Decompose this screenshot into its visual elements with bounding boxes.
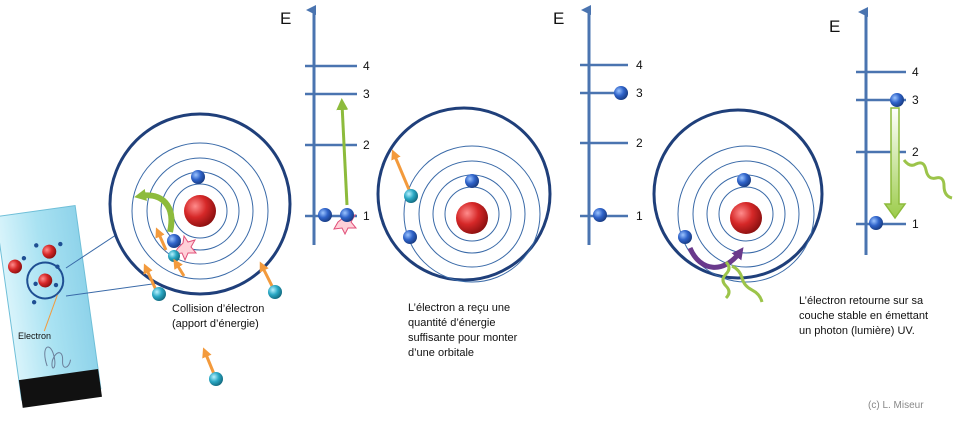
level-label-3: 3 bbox=[636, 86, 643, 100]
photon-wave bbox=[902, 159, 953, 200]
atom-panel-2 bbox=[376, 106, 552, 283]
electron bbox=[191, 170, 205, 184]
level-label-1: 1 bbox=[636, 209, 643, 223]
electron bbox=[403, 230, 417, 244]
incoming-electron bbox=[209, 372, 223, 386]
atom-panel-1 bbox=[108, 112, 292, 386]
electron bbox=[318, 208, 332, 222]
electron bbox=[340, 208, 354, 222]
level-label-1: 1 bbox=[363, 209, 370, 223]
electron bbox=[737, 173, 751, 187]
caption-excited: L’électron a reçu une quantité d’énergie… bbox=[408, 302, 518, 359]
electron bbox=[614, 86, 628, 100]
caption-collision: Collision d’électron (apport d’énergie) bbox=[172, 303, 265, 330]
copyright-credit: (c) L. Miseur bbox=[868, 400, 924, 411]
deexcitation-arrow bbox=[687, 246, 744, 270]
level-label-2: 2 bbox=[363, 138, 370, 152]
caption-emission: L’électron retourne sur sa couche stable… bbox=[799, 295, 929, 337]
axis-label-e: E bbox=[553, 9, 564, 28]
nucleus bbox=[730, 202, 762, 234]
incoming-electron bbox=[404, 189, 418, 203]
electron bbox=[593, 208, 607, 222]
level-label-2: 2 bbox=[912, 145, 919, 159]
level-label-4: 4 bbox=[363, 59, 370, 73]
level-label-2: 2 bbox=[636, 136, 643, 150]
level-label-4: 4 bbox=[636, 58, 643, 72]
axis-label-e: E bbox=[280, 9, 291, 28]
electron bbox=[890, 93, 904, 107]
level-label-3: 3 bbox=[912, 93, 919, 107]
incoming-electron bbox=[268, 285, 282, 299]
electron bbox=[465, 174, 479, 188]
excitation-arrow bbox=[134, 189, 175, 233]
electron bbox=[869, 216, 883, 230]
incoming-electron bbox=[152, 287, 166, 301]
incoming-electron bbox=[168, 250, 180, 262]
energy-diagram-3: E 1 2 3 4 bbox=[829, 7, 953, 255]
level-label-4: 4 bbox=[912, 65, 919, 79]
nucleus bbox=[184, 195, 216, 227]
level-drop-arrow bbox=[883, 107, 907, 220]
level-label-1: 1 bbox=[912, 217, 919, 231]
photon-wave bbox=[721, 260, 764, 303]
electron bbox=[167, 234, 181, 248]
nucleus bbox=[456, 202, 488, 234]
atom-panel-3 bbox=[652, 108, 824, 303]
electron bbox=[678, 230, 692, 244]
energy-diagram-2: E 1 2 3 4 bbox=[553, 5, 643, 245]
axis-label-e: E bbox=[829, 17, 840, 36]
level-jump-arrow bbox=[336, 98, 349, 206]
energy-diagram-1: E 1 2 3 4 bbox=[280, 5, 370, 245]
tube-electron-label: Electron bbox=[18, 331, 51, 341]
discharge-tube: Electron bbox=[0, 205, 102, 408]
level-label-3: 3 bbox=[363, 87, 370, 101]
